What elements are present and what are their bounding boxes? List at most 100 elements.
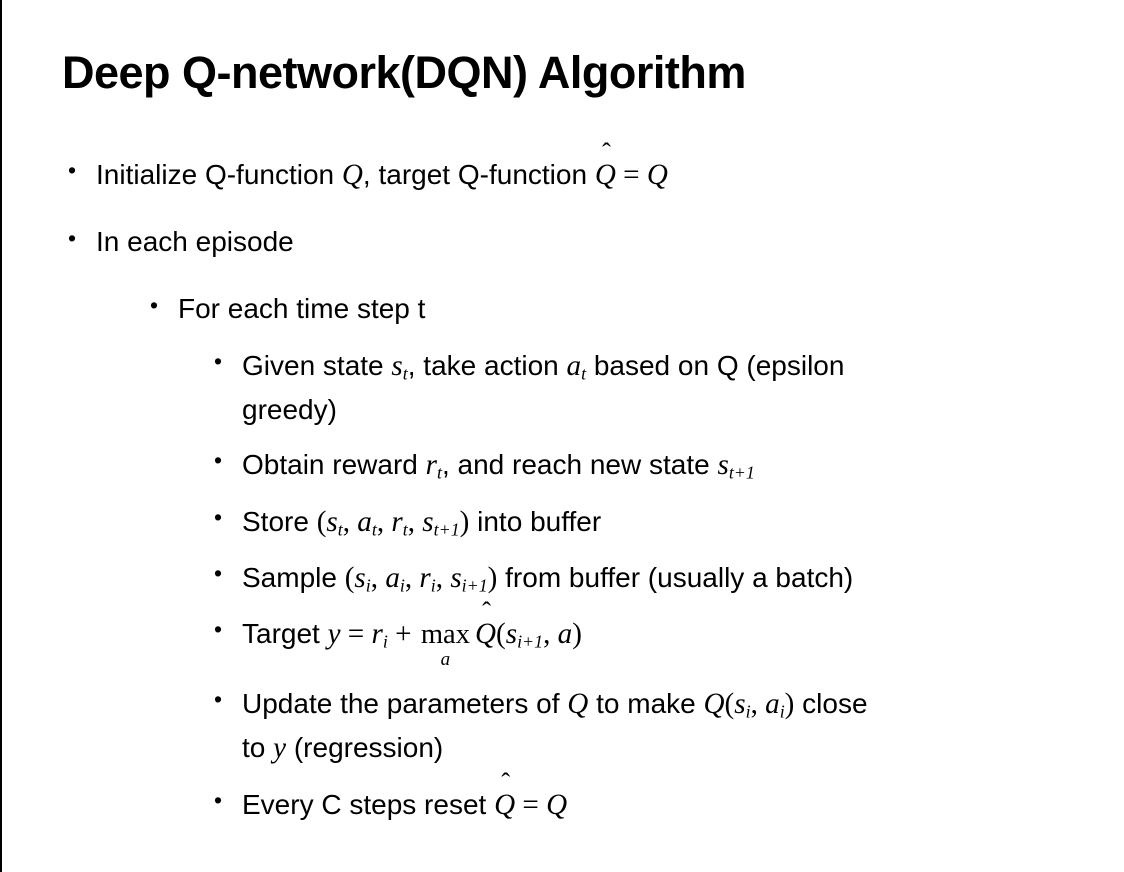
text-segment: Every C steps reset — [242, 788, 495, 820]
bullet-content: For each time step t — [178, 288, 1104, 331]
math-subscript: i — [365, 575, 371, 596]
math-segment: Q — [341, 159, 363, 192]
math-base: Q — [494, 788, 516, 821]
slide-container: Deep Q-network(DQN) Algorithm • Initializ… — [62, 47, 1104, 827]
bullet-dot-icon: • — [214, 348, 223, 375]
math-segment: ( — [344, 561, 355, 594]
math-base: s — [450, 561, 462, 594]
text-segment: to make — [588, 688, 704, 720]
slide-left-border — [0, 0, 2, 872]
math-segment: a — [557, 618, 573, 651]
math-segment: y — [273, 732, 287, 765]
math-base: r — [371, 618, 383, 651]
bullet-content: In each episode — [96, 221, 1104, 264]
math-segment: = — [340, 618, 372, 651]
bullet-item: •Given state st, take action at based on… — [214, 344, 1104, 431]
math-subscript-group: si+1 — [505, 618, 543, 651]
math-base: s — [354, 561, 366, 594]
math-segment: , — [404, 561, 420, 594]
math-segment: ) — [459, 505, 470, 538]
text-segment: close — [794, 688, 868, 720]
bullet-content: Initialize Q-function Q, target Q-functi… — [96, 139, 1104, 197]
math-segment: ( — [724, 688, 735, 721]
text-segment: Given state — [242, 350, 392, 382]
text-segment: , take action — [407, 350, 567, 382]
math-subscript-group: ai — [765, 688, 785, 722]
math-subscript: t+1 — [728, 462, 755, 483]
bullet-item: •Sample (si, ai, ri, si+1) from buffer (… — [214, 556, 1104, 600]
math-subscript: i — [430, 575, 436, 596]
math-segment: , — [370, 561, 386, 594]
math-subscript-group: rt — [391, 506, 408, 539]
math-segment: , — [407, 505, 423, 538]
text-segment: Store — [242, 505, 317, 537]
math-subscript-group: ai — [385, 561, 405, 596]
bullet-dot-icon: • — [68, 225, 77, 252]
math-base: s — [734, 688, 746, 721]
math-base: s — [422, 505, 434, 538]
bullet-item: • Initialize Q-function Q, target Q-funct… — [68, 139, 1104, 197]
math-segment: ( — [316, 505, 327, 538]
math-subscript: i — [745, 701, 751, 722]
text-segment: Obtain reward — [242, 449, 426, 481]
math-subscript-group: at — [566, 350, 587, 384]
math-base: Q — [594, 159, 616, 192]
text-segment: to — [242, 732, 274, 764]
slide-title: Deep Q-network(DQN) Algorithm — [62, 47, 746, 98]
bullet-dot-icon: • — [214, 786, 223, 813]
math-subscript-group: at — [357, 505, 377, 538]
text-segment: For each time step t — [178, 292, 426, 324]
math-base: a — [385, 561, 400, 594]
text-segment: , and reach new state — [441, 449, 718, 481]
math-subscript-group: si — [354, 561, 371, 596]
bullet-list: • Initialize Q-function Q, target Q-funct… — [62, 139, 1104, 827]
bullet-item: •Store (st, at, rt, st+1) into buffer — [214, 500, 1104, 544]
bullet-dot-icon: • — [150, 291, 159, 318]
hat-accent-icon: ˆ — [501, 766, 511, 797]
math-base: a — [357, 505, 372, 538]
math-segment: + — [387, 618, 419, 651]
math-base: Q — [474, 618, 497, 651]
math-segment: Q — [703, 688, 725, 721]
math-subscript-group: st+1 — [422, 505, 460, 539]
math-subscript: i — [399, 575, 405, 596]
math-base: r — [425, 449, 437, 482]
math-subscript: t — [581, 363, 587, 384]
math-subscript: t+1 — [433, 518, 460, 539]
bullet-content: Update the parameters of Q to make Q(si,… — [242, 682, 1104, 771]
hat-accent-icon: ˆ — [482, 596, 491, 627]
math-base: a — [566, 350, 582, 383]
math-subscript: i+1 — [461, 575, 488, 596]
bullet-item: •Obtain reward rt, and reach new state s… — [214, 443, 1104, 487]
math-segment: , — [750, 688, 766, 721]
hat-accent-icon: ˆ — [601, 137, 611, 168]
text-segment: greedy) — [242, 393, 337, 425]
text-segment: into buffer — [469, 505, 602, 537]
math-subscript: i — [779, 701, 785, 722]
bullet-item: • For each time step t — [150, 288, 1104, 331]
text-segment: In each episode — [96, 226, 294, 258]
max-subscript: a — [440, 649, 451, 671]
math-segment: Q — [646, 159, 668, 192]
math-segment: , — [376, 505, 392, 538]
math-segment: ) — [572, 618, 582, 651]
math-subscript: t — [402, 518, 408, 539]
math-base: s — [505, 618, 518, 651]
max-label: max — [420, 619, 470, 651]
math-base: s — [717, 449, 729, 482]
math-segment: ) — [487, 561, 498, 594]
bullet-content: Given state st, take action at based on … — [242, 344, 1104, 431]
bullet-content: Store (st, at, rt, st+1) into buffer — [242, 500, 1104, 544]
math-subscript-group: ri — [371, 618, 388, 652]
text-segment: Update the parameters of — [242, 688, 568, 720]
bullet-dot-icon: • — [68, 157, 77, 184]
math-segment: , — [543, 618, 558, 651]
math-subscript: i — [382, 631, 388, 652]
